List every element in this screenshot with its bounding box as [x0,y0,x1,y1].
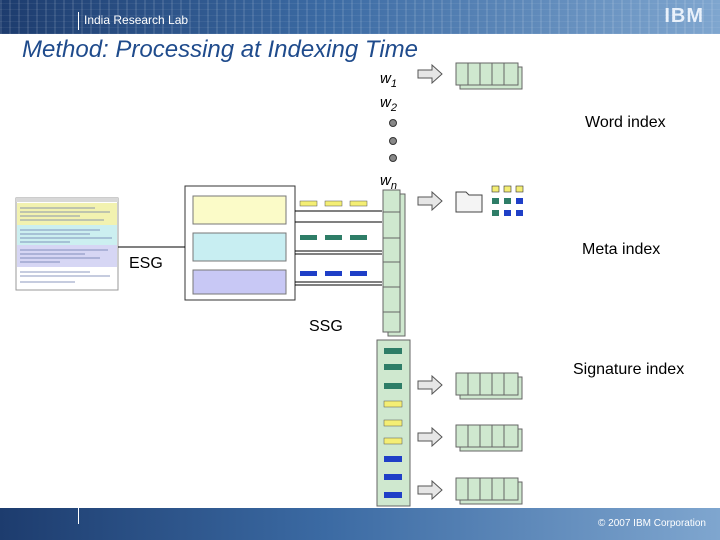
word-arrow-wn [417,191,443,211]
signature-index-label: Signature index [573,361,685,378]
teal-segments [300,235,367,240]
signature-arrow-1 [417,375,443,395]
word-arrow-w1 [417,64,443,84]
yellow-segments [299,200,368,207]
word-label-w1: w1 [380,70,397,90]
ibm-logo: IBM [664,5,704,27]
lab-name: India Research Lab [84,13,189,27]
signature-postings-1 [455,372,523,400]
word-postings-w1 [455,62,523,90]
header-bar: India Research Lab IBM [0,0,720,34]
word-dots [389,119,397,162]
copyright-text: © 2007 IBM Corporation [598,518,706,529]
signature-column [376,339,411,507]
slide-title: Method: Processing at Indexing Time [22,36,418,63]
word-index-label: Word index [585,114,666,131]
header-pattern [0,0,720,34]
signature-arrow-2 [417,427,443,447]
signature-postings-3 [455,477,523,505]
blue-segments [300,271,367,276]
signature-postings-2 [455,424,523,452]
meta-index-label: Meta index [582,241,661,258]
meta-index-grid [491,185,524,216]
word-label-w2: w2 [380,94,397,114]
esg-box [184,185,296,301]
ssg-page-stack [382,189,406,337]
footer-bar: © 2007 IBM Corporation [0,508,720,540]
folder-icon [455,191,483,213]
document-thumbnail [15,197,119,291]
ssg-label: SSG [309,318,343,335]
esg-label: ESG [129,255,163,272]
header-divider [78,12,79,30]
footer-divider [78,508,79,524]
signature-arrow-3 [417,480,443,500]
esg-connector-lines [118,210,382,286]
word-label-wn: wn [380,172,397,192]
